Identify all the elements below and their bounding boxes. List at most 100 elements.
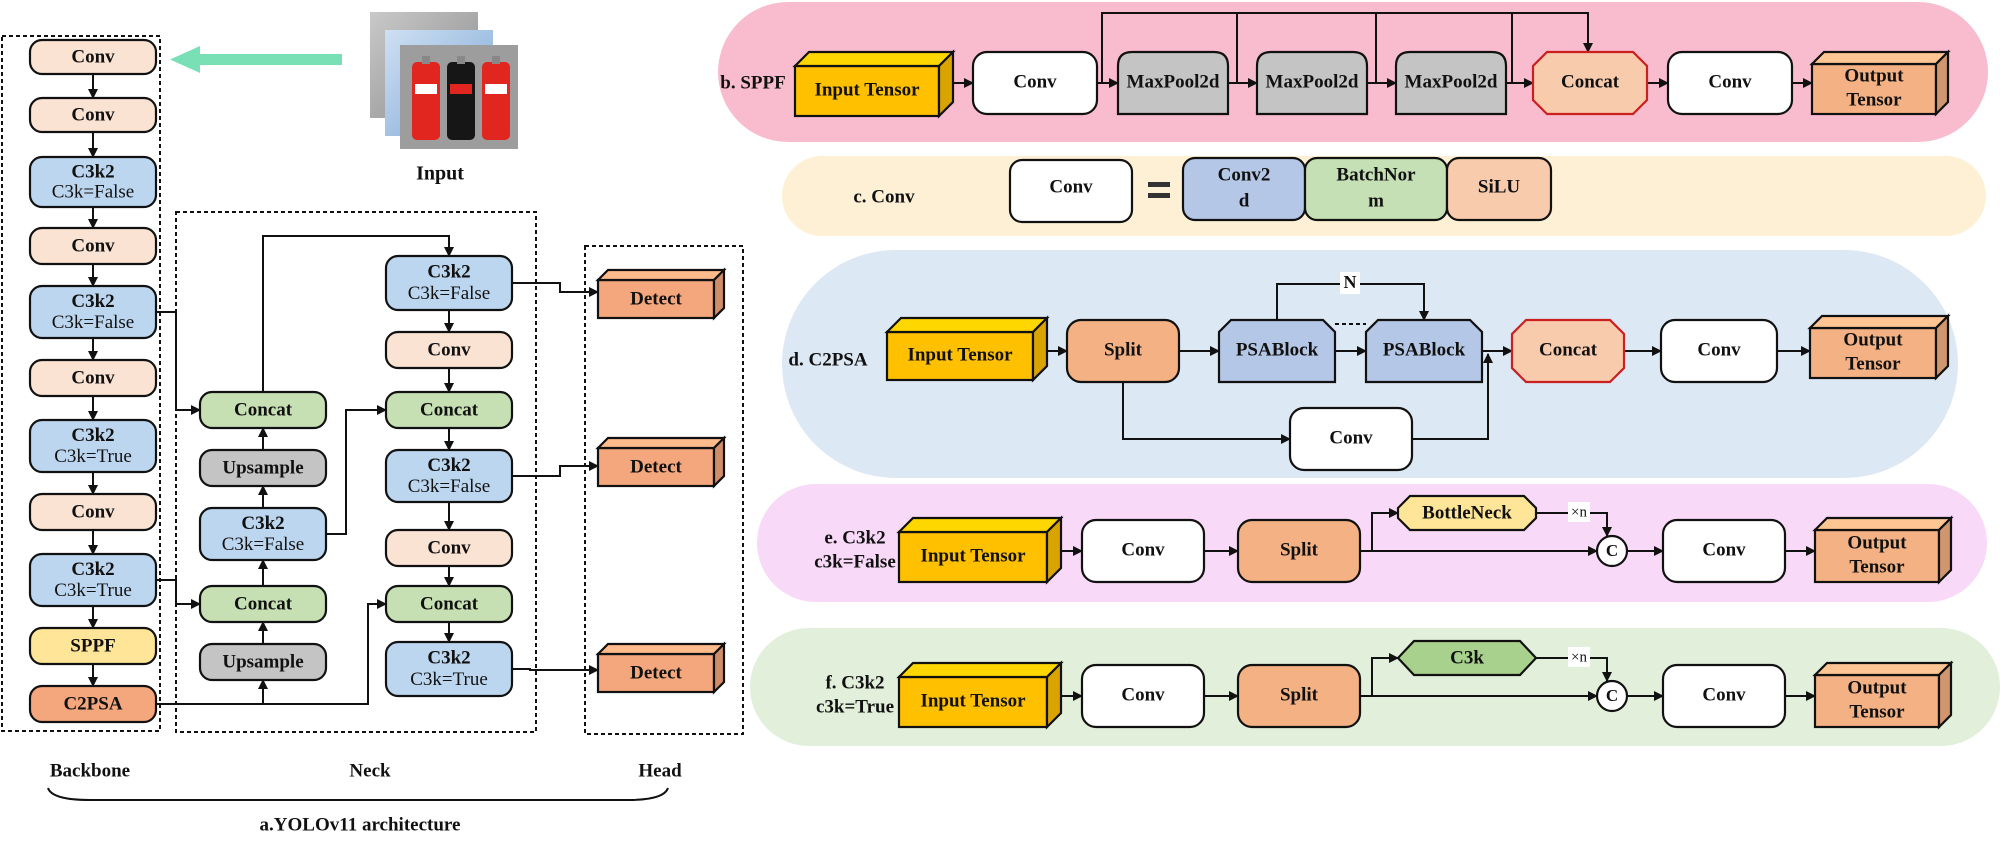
conv-part-1-line2: d	[1239, 190, 1250, 211]
neck-right-block-4	[384, 448, 514, 504]
backbone-block-3-sub: C3k=False	[52, 181, 135, 202]
detect-label-3: Detect	[630, 662, 682, 683]
link-to-detect-3	[512, 665, 599, 675]
backbone-block-2-title: Conv	[71, 104, 115, 125]
neck-right-block-2-title: Conv	[427, 339, 471, 360]
link-backbone5-concat-top	[156, 311, 201, 415]
neck-right-block-1	[384, 254, 514, 312]
c3k2-false-split-label: Split	[1280, 539, 1319, 560]
c3k2-true-label-2: c3k=True	[816, 696, 894, 717]
backbone-block-6	[28, 358, 158, 398]
sppf-maxpool-label-2: MaxPool2d	[1266, 71, 1359, 92]
c3k2-false-output-label-1: Output	[1847, 532, 1907, 553]
neck-right-block-3	[384, 390, 514, 430]
backbone-block-9-title: C3k2	[71, 559, 114, 580]
backbone-block-10-title: SPPF	[70, 635, 115, 656]
c3k2-false-branch-label: BottleNeck	[1422, 502, 1512, 523]
backbone-block-1-title: Conv	[71, 46, 115, 67]
sppf-conv-out-label: Conv	[1708, 71, 1752, 92]
conv-part-3-label: SiLU	[1478, 176, 1521, 197]
yolo-caption: a.YOLOv11 architecture	[260, 814, 461, 835]
sppf-input-label: Input Tensor	[814, 79, 920, 100]
input-image-stack	[370, 12, 518, 149]
battery-2	[447, 62, 475, 140]
sppf-concat	[1531, 50, 1649, 116]
sppf-label: b. SPPF	[720, 72, 785, 93]
c3k2-true-conv1	[1080, 663, 1206, 729]
c2psa-output-tensor	[1807, 313, 1951, 381]
c2psa-psablock-1-label: PSABlock	[1236, 339, 1319, 360]
backbone-block-11	[28, 684, 158, 724]
c3k2-true-conv2-label: Conv	[1702, 684, 1746, 705]
c2psa-concat-label: Concat	[1539, 339, 1598, 360]
input-label: Input	[416, 163, 464, 185]
c3k2-true-label-1: f. C3k2	[825, 672, 884, 693]
c2psa-conv-bypass	[1288, 406, 1414, 472]
c2psa-split-label: Split	[1104, 339, 1143, 360]
neck-left-block-3	[198, 506, 328, 562]
detect-label-2: Detect	[630, 456, 682, 477]
c2psa-output-label-1: Output	[1843, 329, 1903, 350]
c3k2-true-conv1-label: Conv	[1121, 684, 1165, 705]
c3k2-true-output-label-2: Tensor	[1849, 701, 1905, 722]
c2psa-psablock-1	[1217, 318, 1337, 384]
backbone-block-5-title: C3k2	[71, 291, 114, 312]
c3k2-false-conv1	[1080, 518, 1206, 584]
backbone-block-3-title: C3k2	[71, 161, 114, 182]
neck-left-block-4	[198, 584, 328, 624]
sppf-maxpool-1	[1116, 50, 1230, 116]
c2psa-repeat-label: N	[1344, 272, 1357, 292]
input-arrow-shaft	[190, 54, 342, 65]
link-c2psa-upsample	[156, 679, 268, 705]
detect-block-2	[595, 435, 727, 489]
c3k2-false-output-label-2: Tensor	[1849, 556, 1905, 577]
neck-right-block-3-title: Concat	[420, 399, 479, 420]
head-label: Head	[638, 760, 682, 781]
backbone-block-8-title: Conv	[71, 501, 115, 522]
neck-right-block-6	[384, 584, 514, 624]
c3k2-true-concat-circle	[1595, 679, 1629, 713]
c3k2-false-input-label: Input Tensor	[920, 545, 1026, 566]
c3k2-true-repeat-bg	[1568, 647, 1590, 667]
c3k2-true-repeat-label: ×n	[1571, 649, 1587, 665]
c3k2-true-concat-symbol: C	[1606, 686, 1618, 705]
battery-3	[482, 62, 510, 140]
backbone-block-7-sub: C3k=True	[54, 446, 132, 467]
c3k2-true-output-label-1: Output	[1847, 677, 1907, 698]
conv-part-2-line1: BatchNor	[1336, 164, 1416, 185]
neck-right-block-5-title: Conv	[427, 537, 471, 558]
neck-left-block-2-title: Upsample	[222, 457, 303, 478]
c3k2-true-arrow-repeat	[1536, 657, 1612, 682]
c2psa-input-tensor	[884, 315, 1050, 383]
conv-part-1-line1: Conv2	[1218, 164, 1271, 185]
c3k2-false-conv2	[1661, 518, 1787, 584]
neck-right-block-7-title: C3k2	[427, 648, 470, 669]
link-backbone9-concat-bottom	[156, 579, 201, 609]
c2psa-input-label: Input Tensor	[907, 344, 1013, 365]
backbone-block-11-title: C2PSA	[63, 693, 122, 714]
sppf-skip-main	[1101, 12, 1593, 83]
c3k2-true-input-label: Input Tensor	[920, 690, 1026, 711]
c2psa-conv-bypass-label: Conv	[1329, 427, 1373, 448]
head-frame	[584, 245, 744, 735]
neck-right-block-5	[384, 528, 514, 568]
battery-1	[412, 62, 440, 140]
conv-lhs-label: Conv	[1049, 176, 1093, 197]
c3k2-false-repeat-label: ×n	[1571, 504, 1587, 520]
c3k2-false-concat-circle	[1595, 534, 1629, 568]
backbone-block-4-title: Conv	[71, 235, 115, 256]
backbone-block-7	[28, 418, 158, 474]
sppf-output-label-1: Output	[1844, 65, 1904, 86]
detect-label-1: Detect	[630, 288, 682, 309]
conv-part-3	[1445, 156, 1553, 222]
neck-right-block-1-sub: C3k=False	[408, 283, 491, 304]
sppf-maxpool-label-1: MaxPool2d	[1127, 71, 1220, 92]
c3k2-false-conv1-label: Conv	[1121, 539, 1165, 560]
neck-right-block-7	[384, 640, 514, 698]
link-c2psa-concat-right	[263, 599, 387, 705]
neck-right-block-4-title: C3k2	[427, 455, 470, 476]
c2psa-psablock-2	[1364, 318, 1484, 384]
sppf-conv-out	[1666, 50, 1794, 116]
c3k2-false-split	[1236, 518, 1362, 584]
c2psa-psablock-2-label: PSABlock	[1383, 339, 1466, 360]
